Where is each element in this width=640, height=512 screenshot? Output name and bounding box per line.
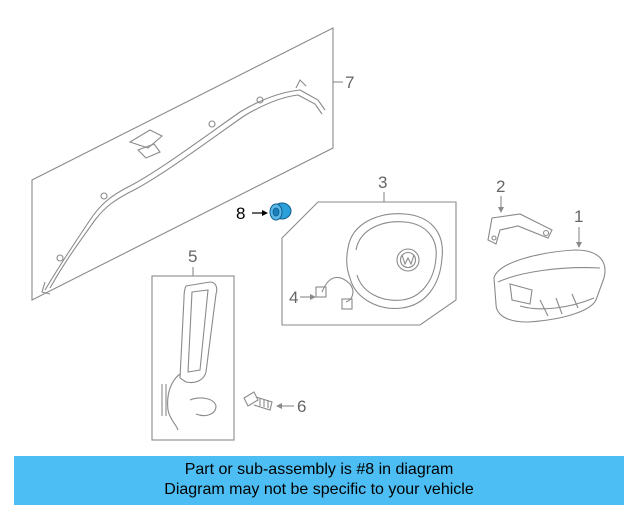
callout-1[interactable]: 1 xyxy=(574,207,583,226)
callout-4[interactable]: 4 xyxy=(289,288,298,307)
part-1-passenger-airbag xyxy=(493,249,606,323)
arrow-2-icon xyxy=(498,207,504,213)
part-6-bolt xyxy=(243,391,273,411)
callout-3[interactable]: 3 xyxy=(378,173,387,192)
banner-line-part: Part or sub-assembly is #8 in diagram xyxy=(184,461,454,478)
parts-diagram: 7 8 3 4 2 1 xyxy=(31,27,606,441)
callout-6[interactable]: 6 xyxy=(297,397,306,416)
arrow-6-icon xyxy=(276,403,282,409)
callout-5[interactable]: 5 xyxy=(188,247,197,266)
arrow-4-icon xyxy=(310,294,316,300)
part-2-bracket xyxy=(487,213,553,245)
part-3-driver-airbag-group xyxy=(281,201,457,326)
arrow-1-icon xyxy=(576,242,582,248)
callout-7[interactable]: 7 xyxy=(345,73,354,92)
part-7-curtain-airbag-group xyxy=(31,27,334,301)
callout-2[interactable]: 2 xyxy=(496,177,505,196)
part-8-plug[interactable] xyxy=(269,202,292,221)
banner-line-disclaimer: Diagram may not be specific to your vehi… xyxy=(164,481,474,498)
arrow-8-icon xyxy=(262,210,268,216)
callout-8[interactable]: 8 xyxy=(236,204,245,223)
info-banner: Part or sub-assembly is #8 in diagram Di… xyxy=(14,456,624,505)
part-5-side-airbag-group xyxy=(151,275,235,441)
